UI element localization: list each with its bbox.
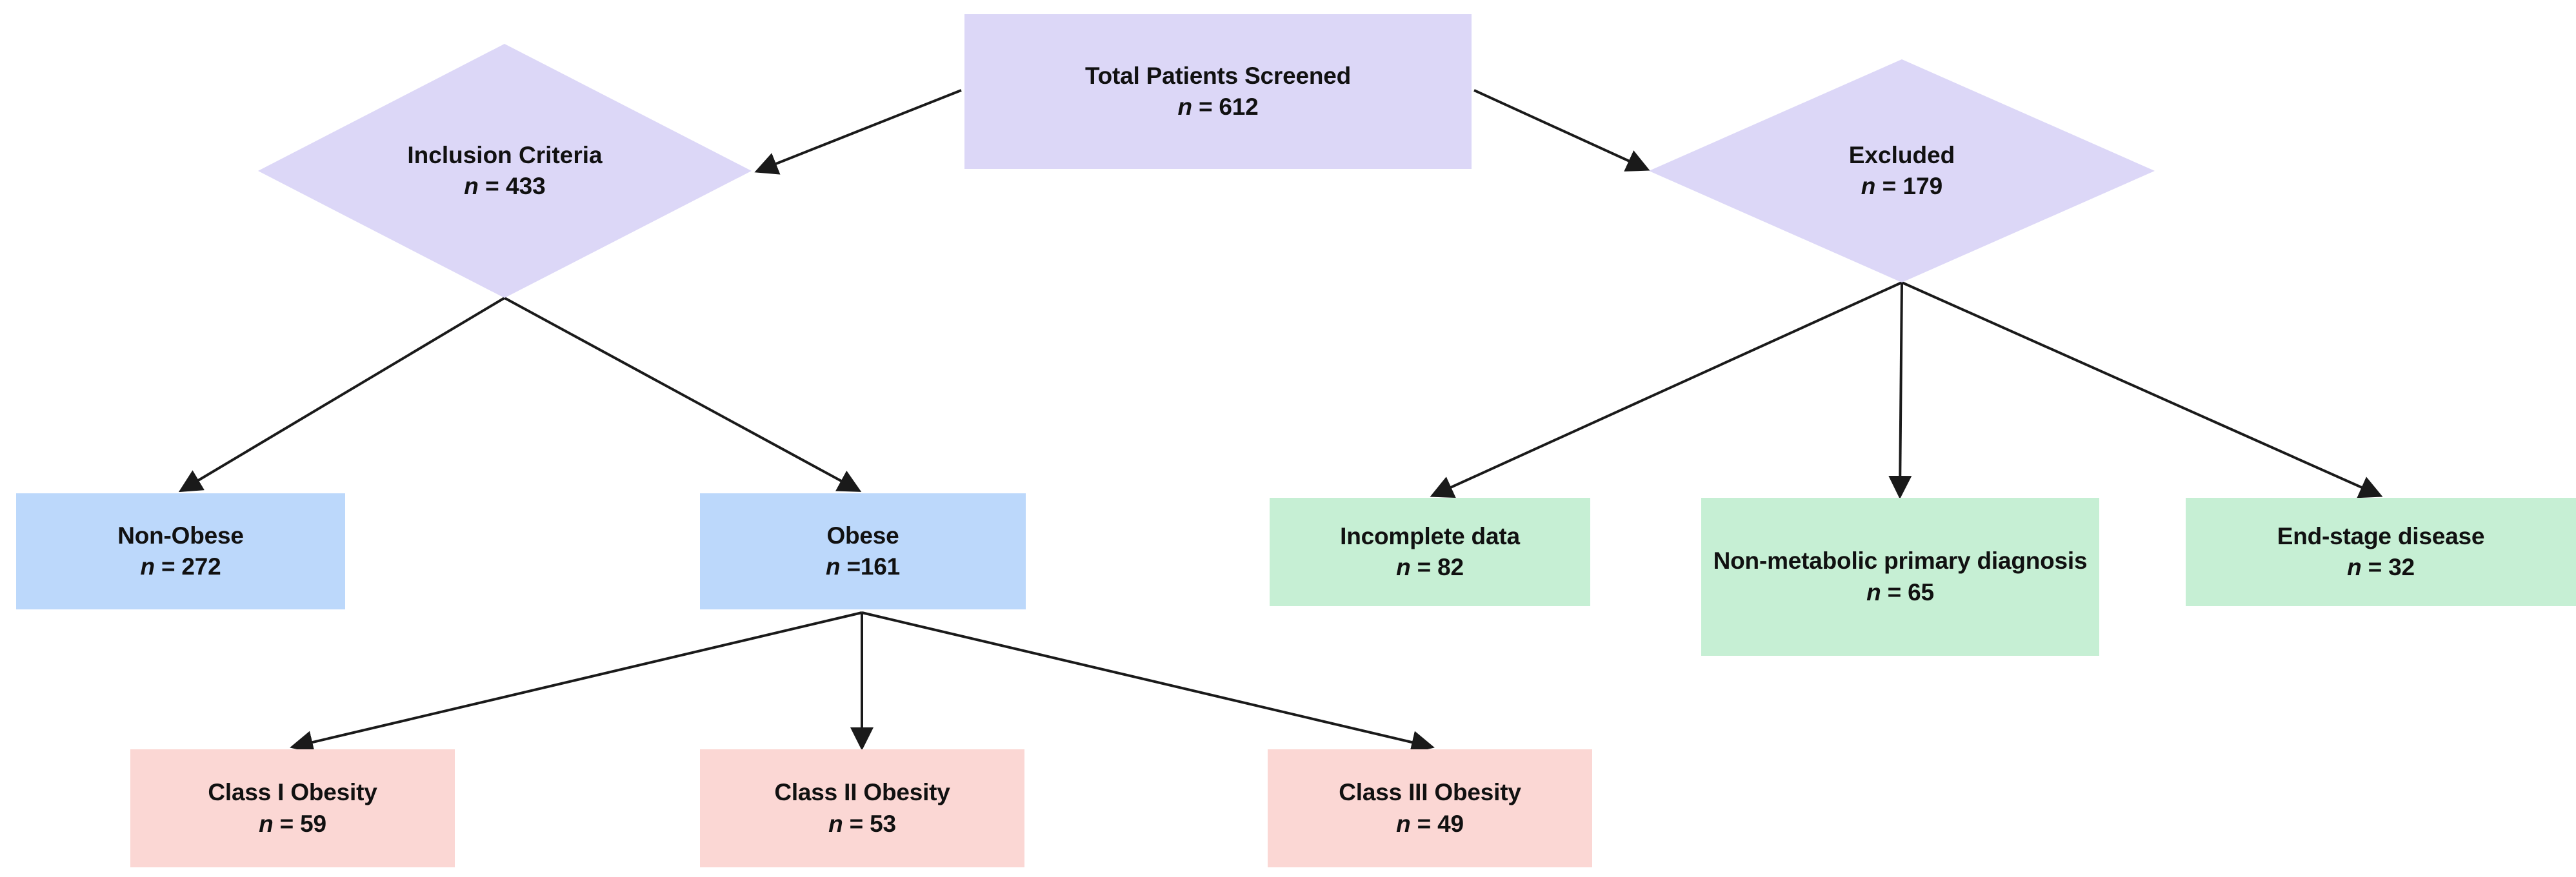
edge-excluded-to-incomplete: [1430, 281, 1902, 498]
node-label: Non-metabolic primary diagnosis: [1713, 547, 2088, 575]
edge-excluded-to-endstage: [1901, 281, 2383, 498]
node-label: Inclusion Criteria: [407, 141, 603, 168]
n-value: = 433: [485, 173, 546, 199]
node-count: n =161: [826, 551, 900, 582]
node-inclusion-criteria[interactable]: Inclusion Criteria n = 433: [258, 44, 752, 298]
n-symbol: n: [2347, 554, 2362, 580]
edge-inclusion-to-obese: [504, 297, 862, 492]
node-count: n = 59: [259, 809, 326, 840]
edge-obese-to-class-i: [290, 611, 863, 754]
n-symbol: n: [1861, 173, 1876, 199]
node-end-stage-disease[interactable]: End-stage disease n = 32: [2186, 498, 2576, 606]
node-class-i-obesity[interactable]: Class I Obesity n = 59: [130, 749, 455, 867]
node-count: n = 82: [1396, 552, 1464, 583]
node-label: Class II Obesity: [774, 779, 950, 806]
node-label: Total Patients Screened: [1084, 62, 1352, 89]
n-symbol: n: [464, 173, 479, 199]
n-value: =161: [846, 553, 901, 580]
n-value: = 272: [161, 553, 221, 580]
node-count: n = 433: [407, 171, 602, 202]
node-non-metabolic-primary-diagnosis[interactable]: Non-metabolic primary diagnosis n = 65: [1701, 498, 2099, 656]
node-count: n = 49: [1396, 809, 1464, 840]
n-value: = 32: [2368, 554, 2415, 580]
edge-excluded-to-nonmetabolic: [1888, 282, 1912, 499]
node-count: n = 32: [2347, 552, 2415, 583]
n-symbol: n: [828, 810, 843, 837]
node-incomplete-data[interactable]: Incomplete data n = 82: [1270, 498, 1590, 606]
node-count: n = 53: [828, 809, 896, 840]
edge-inclusion-to-nonobese: [178, 297, 506, 493]
node-label: Non-Obese: [117, 522, 244, 549]
n-value: = 59: [279, 810, 326, 837]
n-value: = 82: [1417, 554, 1464, 580]
n-symbol: n: [1177, 94, 1192, 120]
node-class-ii-obesity[interactable]: Class II Obesity n = 53: [700, 749, 1024, 867]
n-symbol: n: [1866, 578, 1881, 606]
node-label: End-stage disease: [2277, 522, 2485, 549]
n-value: = 612: [1198, 94, 1259, 120]
edge-total-to-excluded: [1473, 89, 1650, 172]
n-value: = 179: [1882, 173, 1943, 199]
node-count: n = 179: [1849, 171, 1955, 202]
node-label: Class III Obesity: [1339, 779, 1521, 806]
node-class-iii-obesity[interactable]: Class III Obesity n = 49: [1268, 749, 1592, 867]
node-non-obese[interactable]: Non-Obese n = 272: [16, 493, 345, 609]
node-count: n = 65: [1866, 577, 1934, 608]
n-value: = 49: [1417, 810, 1464, 837]
node-label: Class I Obesity: [208, 779, 377, 806]
node-label: Obese: [826, 522, 899, 549]
node-obese[interactable]: Obese n =161: [700, 493, 1026, 609]
diamond-shape: [1649, 59, 2155, 282]
node-excluded[interactable]: Excluded n = 179: [1649, 59, 2155, 282]
node-label-group: Inclusion Criteria n = 433: [407, 140, 602, 202]
n-symbol: n: [825, 553, 841, 580]
node-label-group: Excluded n = 179: [1849, 140, 1955, 202]
node-count: n = 272: [140, 551, 221, 582]
node-label: Incomplete data: [1340, 522, 1520, 549]
n-symbol: n: [140, 553, 155, 580]
diamond-shape: [258, 44, 752, 298]
n-value: = 53: [849, 810, 896, 837]
node-count: n = 612: [1177, 92, 1258, 123]
edge-total-to-inclusion: [754, 89, 962, 175]
n-symbol: n: [1396, 810, 1411, 837]
node-label: Excluded: [1848, 141, 1955, 168]
node-total-patients-screened[interactable]: Total Patients Screened n = 612: [964, 14, 1472, 169]
n-symbol: n: [1396, 554, 1411, 580]
edge-obese-to-class-iii: [861, 611, 1435, 754]
n-value: = 65: [1887, 578, 1934, 606]
n-symbol: n: [259, 810, 274, 837]
